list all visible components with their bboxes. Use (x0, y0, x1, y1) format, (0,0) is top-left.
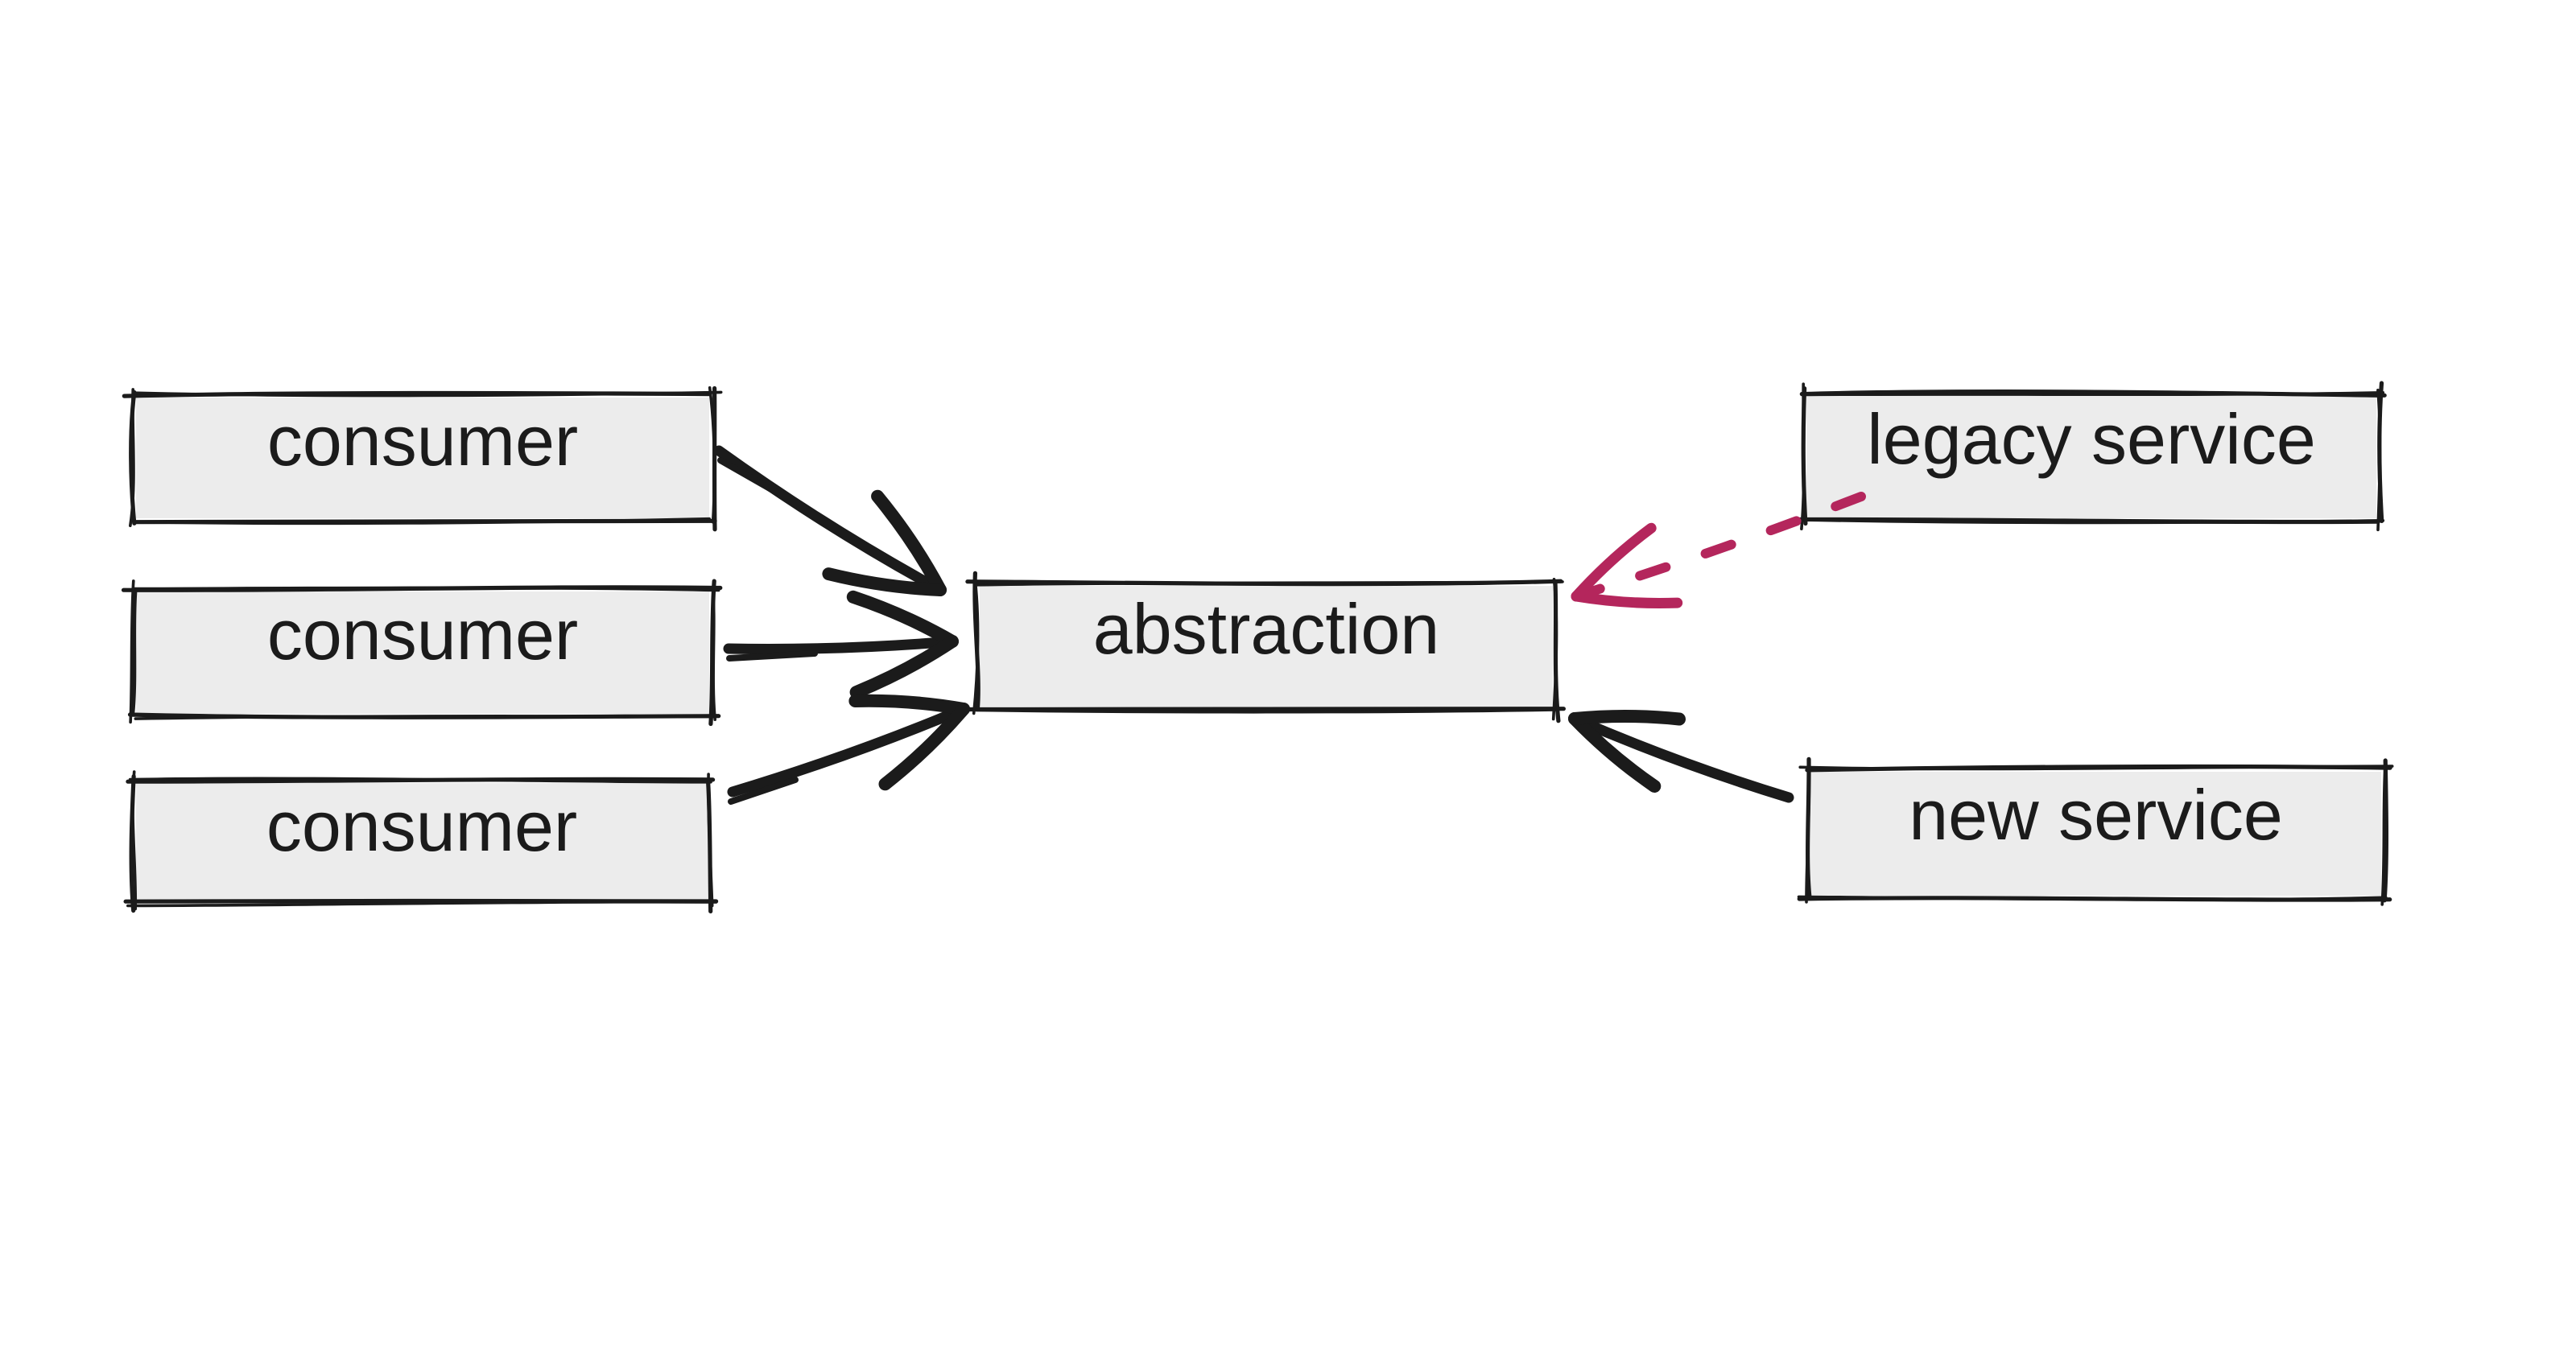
box-stroke-consumer-2 (711, 587, 716, 721)
node-legacy-service[interactable]: legacy service (1803, 393, 2380, 521)
box-stroke-consumer-1 (129, 388, 135, 527)
box-fill-consumer-3 (136, 783, 708, 900)
box-stroke-legacy-service (1799, 518, 2385, 525)
box-new-service[interactable] (1797, 756, 2394, 906)
box-fill-new-service (1810, 772, 2381, 896)
box-stroke-consumer-1 (131, 390, 723, 398)
edge-shaft-consumer-1-to-abstraction (713, 445, 946, 596)
node-consumer-3[interactable]: consumer (133, 780, 711, 903)
box-stroke-consumer-3 (128, 777, 712, 784)
box-stroke-new-service (1805, 758, 1811, 904)
edge-legacy-service-to-abstraction[interactable] (1571, 492, 1866, 608)
edge-arrowhead-legacy-service-to-abstraction (1571, 522, 1657, 602)
box-stroke-legacy-service (1800, 382, 1806, 530)
box-stroke-consumer-3 (131, 770, 138, 911)
node-consumer-2[interactable]: consumer (133, 588, 712, 717)
edge-shaft-legacy-service-to-abstraction (1571, 492, 1866, 601)
edge-shaft-consumer-3-to-abstraction (727, 703, 969, 798)
edge-consumer-2-to-abstraction[interactable] (723, 590, 959, 699)
edge-arrowhead-consumer-2-to-abstraction (846, 590, 959, 648)
node-label-abstraction: abstraction (1092, 589, 1440, 669)
box-stroke-new-service (1798, 765, 2394, 771)
box-consumer-1[interactable] (122, 385, 723, 532)
box-stroke-abstraction (1551, 578, 1558, 721)
box-stroke-new-service (1797, 895, 2388, 901)
box-stroke-consumer-2 (134, 715, 714, 720)
box-stroke-legacy-service (2376, 389, 2382, 532)
edge-arrowhead-legacy-service-to-abstraction (1571, 591, 1683, 608)
node-label-legacy-service: legacy service (1867, 399, 2316, 479)
box-stroke-abstraction (966, 707, 1566, 712)
edge-consumer-1-to-abstraction[interactable] (713, 445, 947, 596)
box-stroke-consumer-2 (130, 588, 138, 717)
edge-arrowhead-consumer-1-to-abstraction (822, 567, 947, 596)
box-stroke-legacy-service (1800, 391, 2385, 397)
box-legacy-service[interactable] (1791, 381, 2387, 532)
box-fill-abstraction (980, 586, 1553, 708)
node-label-new-service: new service (1909, 775, 2283, 855)
edge-tail-echo-consumer-3-to-abstraction (728, 777, 799, 805)
node-abstraction[interactable]: abstraction (976, 583, 1556, 711)
box-stroke-consumer-3 (707, 773, 714, 908)
node-consumer-1[interactable]: consumer (133, 394, 712, 521)
box-stroke-consumer-2 (129, 579, 135, 724)
box-stroke-consumer-3 (126, 900, 718, 908)
edge-tail-echo-consumer-2-to-abstraction (726, 650, 818, 662)
node-label-consumer-3: consumer (266, 786, 578, 866)
box-fill-consumer-1 (136, 398, 709, 518)
box-fill-consumer-2 (136, 592, 709, 714)
edge-tail-echo-consumer-1-to-abstraction (717, 457, 780, 496)
edge-arrowhead-new-service-to-abstraction (1568, 712, 1662, 793)
edge-arrowhead-consumer-1-to-abstraction (871, 489, 947, 596)
box-abstraction[interactable] (965, 571, 1566, 723)
box-stroke-consumer-1 (708, 386, 716, 524)
edge-shaft-consumer-2-to-abstraction (723, 636, 958, 654)
edge-arrowhead-new-service-to-abstraction (1568, 710, 1686, 726)
node-label-consumer-2: consumer (266, 595, 579, 674)
edge-arrowhead-consumer-3-to-abstraction (878, 703, 970, 791)
box-stroke-abstraction (975, 708, 1558, 714)
edge-shaft-new-service-to-abstraction (1569, 713, 1794, 803)
node-new-service[interactable]: new service (1807, 769, 2384, 899)
box-stroke-abstraction (975, 580, 1564, 587)
box-fill-legacy-service (1806, 396, 2376, 518)
edge-consumer-3-to-abstraction[interactable] (727, 694, 970, 805)
edge-arrowhead-consumer-3-to-abstraction (848, 694, 970, 715)
edge-arrowhead-consumer-2-to-abstraction (849, 635, 959, 699)
box-stroke-abstraction (972, 578, 980, 715)
box-stroke-consumer-1 (132, 517, 711, 526)
node-label-consumer-1: consumer (266, 401, 579, 480)
box-consumer-2[interactable] (121, 579, 723, 727)
box-stroke-new-service (2380, 765, 2387, 906)
box-consumer-3[interactable] (123, 770, 719, 913)
box-stroke-consumer-2 (131, 586, 720, 592)
edge-new-service-to-abstraction[interactable] (1568, 710, 1794, 803)
